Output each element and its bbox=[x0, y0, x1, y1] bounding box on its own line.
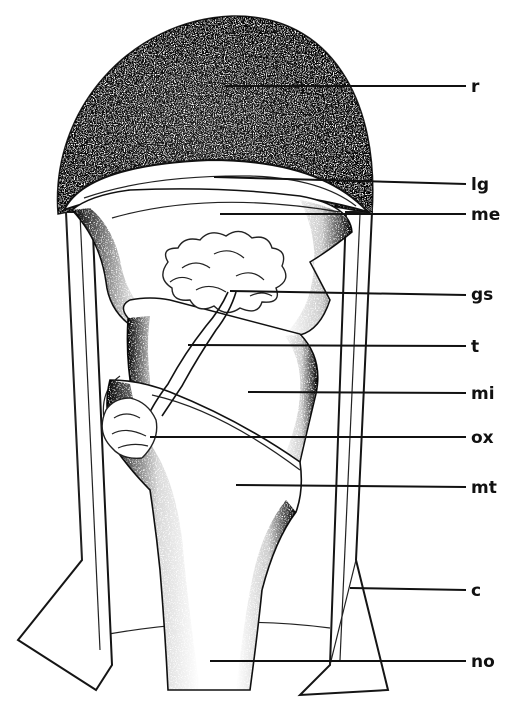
label-no: no bbox=[471, 652, 495, 672]
label-lg: lg bbox=[471, 175, 489, 195]
label-me: me bbox=[471, 205, 500, 225]
label-mi: mi bbox=[471, 384, 495, 404]
label-gs: gs bbox=[471, 285, 493, 305]
label-ox: ox bbox=[471, 428, 494, 448]
label-c: c bbox=[471, 581, 481, 601]
label-mt: mt bbox=[471, 478, 497, 498]
leader-mi bbox=[248, 392, 466, 393]
label-r: r bbox=[471, 77, 480, 97]
label-t: t bbox=[471, 337, 479, 357]
leader-t bbox=[188, 345, 466, 346]
